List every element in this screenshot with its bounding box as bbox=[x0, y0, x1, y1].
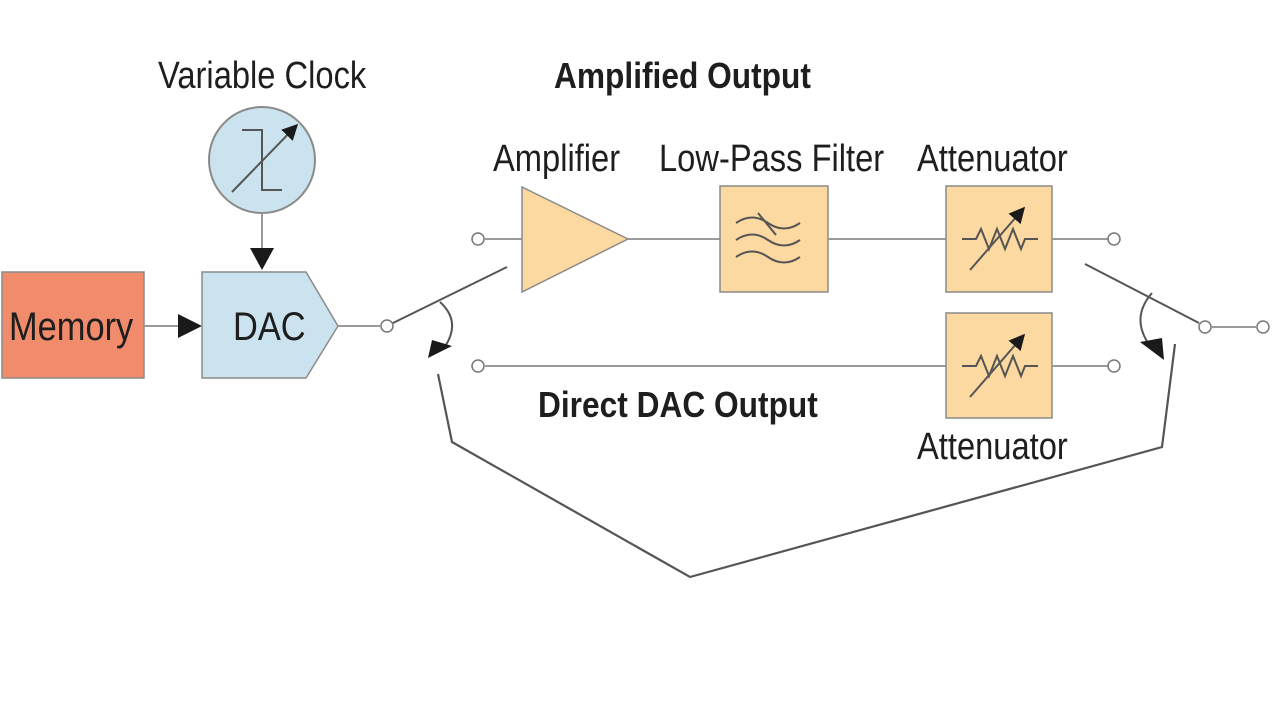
variable-resistor-icon bbox=[962, 206, 1038, 271]
memory-to-dac-arrow bbox=[178, 314, 202, 338]
dac-block bbox=[201, 271, 339, 379]
low-pass-filter-label: Low-Pass Filter bbox=[659, 138, 885, 180]
clock-variable-arrow bbox=[231, 123, 299, 193]
dac-label: DAC bbox=[233, 305, 306, 349]
input-switch-arc bbox=[439, 301, 453, 349]
amp-path-output-terminal bbox=[1107, 232, 1121, 246]
output-switch-blade bbox=[1084, 263, 1200, 324]
clock-to-dac-arrow bbox=[250, 248, 274, 270]
input-switch-blade bbox=[392, 266, 508, 324]
input-switch-common-terminal bbox=[380, 319, 394, 333]
low-pass-filter-icon bbox=[735, 212, 801, 264]
switch-gang-linkage bbox=[436, 343, 1177, 579]
amplifier-triangle-icon bbox=[521, 185, 630, 294]
output-switch-arc bbox=[1139, 292, 1153, 347]
direct-path-output-terminal bbox=[1107, 359, 1121, 373]
direct-path-input-terminal bbox=[471, 359, 485, 373]
amp-path-input-terminal bbox=[471, 232, 485, 246]
amplified-output-label: Amplified Output bbox=[554, 55, 811, 96]
memory-label: Memory bbox=[9, 305, 134, 349]
attenuator-top-label: Attenuator bbox=[917, 138, 1068, 180]
output-switch-arrow bbox=[1140, 338, 1164, 360]
output-terminal bbox=[1256, 320, 1270, 334]
direct-dac-output-label: Direct DAC Output bbox=[538, 384, 818, 425]
attenuator-bottom-label: Attenuator bbox=[917, 426, 1068, 468]
output-switch-common-terminal bbox=[1198, 320, 1212, 334]
memory-block bbox=[1, 271, 145, 379]
input-switch-arrow bbox=[428, 340, 452, 358]
amplifier-label: Amplifier bbox=[493, 138, 621, 180]
variable-resistor-icon bbox=[962, 333, 1038, 398]
variable-clock-label: Variable Clock bbox=[158, 55, 367, 97]
